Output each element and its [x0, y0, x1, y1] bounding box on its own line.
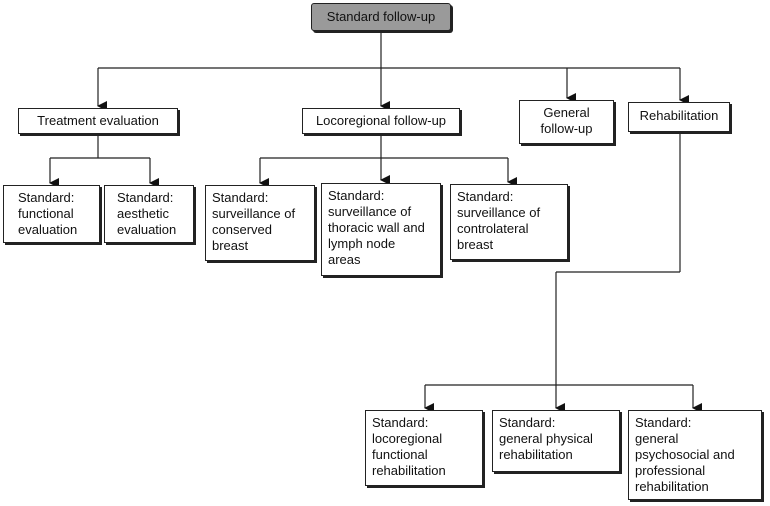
aesthetic-evaluation-box: Standard: aesthetic evaluation [104, 185, 194, 243]
psychosocial-professional-rehabilitation-box: Standard: general psychosocial and profe… [628, 410, 762, 500]
locoregional-follow-up-box: Locoregional follow-up [302, 108, 460, 134]
contralateral-breast-surveillance-box: Standard: surveillance of controlateral … [450, 184, 568, 260]
functional-evaluation-box: Standard: functional evaluation [3, 185, 100, 243]
locoregional-functional-rehabilitation-box: Standard: locoregional functional rehabi… [365, 410, 483, 486]
general-physical-rehabilitation-box: Standard: general physical rehabilitatio… [492, 410, 620, 472]
rehabilitation-box: Rehabilitation [628, 102, 730, 132]
conserved-breast-surveillance-box: Standard: surveillance of conserved brea… [205, 185, 315, 261]
standard-follow-up-box: Standard follow-up [311, 3, 451, 31]
thoracic-wall-surveillance-box: Standard: surveillance of thoracic wall … [321, 183, 441, 276]
general-follow-up-box: General follow-up [519, 100, 614, 144]
treatment-evaluation-box: Treatment evaluation [18, 108, 178, 134]
